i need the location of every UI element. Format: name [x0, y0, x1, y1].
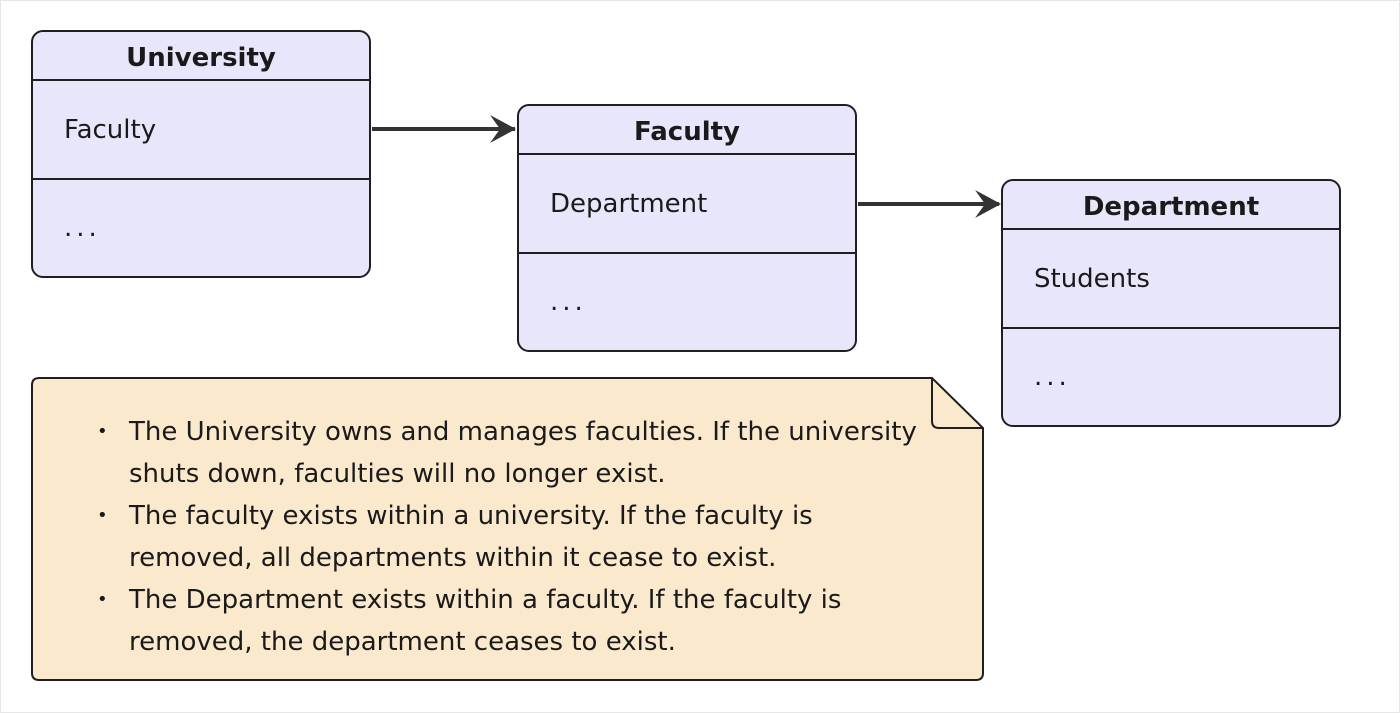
bullet-icon: •: [97, 505, 108, 526]
class-faculty[interactable]: Faculty Department ...: [517, 104, 857, 352]
note-shape: [31, 377, 984, 681]
bullet-icon: •: [97, 589, 108, 610]
note-item-text: The University owns and manages facultie…: [129, 417, 917, 489]
class-attribute: Department: [519, 155, 855, 254]
note-item-text: The faculty exists within a university. …: [129, 501, 813, 573]
note-list: • The University owns and manages facult…: [31, 411, 929, 663]
class-department[interactable]: Department Students ...: [1001, 179, 1341, 427]
class-methods: ...: [550, 287, 587, 317]
class-attribute: Faculty: [33, 81, 369, 180]
class-attribute: Students: [1003, 230, 1339, 329]
class-name: Department: [1003, 181, 1339, 230]
arrowhead-department: [975, 190, 1001, 218]
note-item: • The University owns and manages facult…: [97, 411, 929, 495]
note-item: • The Department exists within a faculty…: [97, 579, 929, 663]
class-name: Faculty: [519, 106, 855, 155]
note[interactable]: • The University owns and manages facult…: [31, 377, 984, 681]
note-item: • The faculty exists within a university…: [97, 495, 929, 579]
note-item-text: The Department exists within a faculty. …: [129, 585, 842, 657]
class-methods: ...: [64, 213, 101, 243]
class-methods: ...: [1034, 362, 1071, 392]
class-name: University: [33, 32, 369, 81]
bullet-icon: •: [97, 421, 108, 442]
arrowhead-faculty: [490, 115, 516, 143]
class-university[interactable]: University Faculty ...: [31, 30, 371, 278]
